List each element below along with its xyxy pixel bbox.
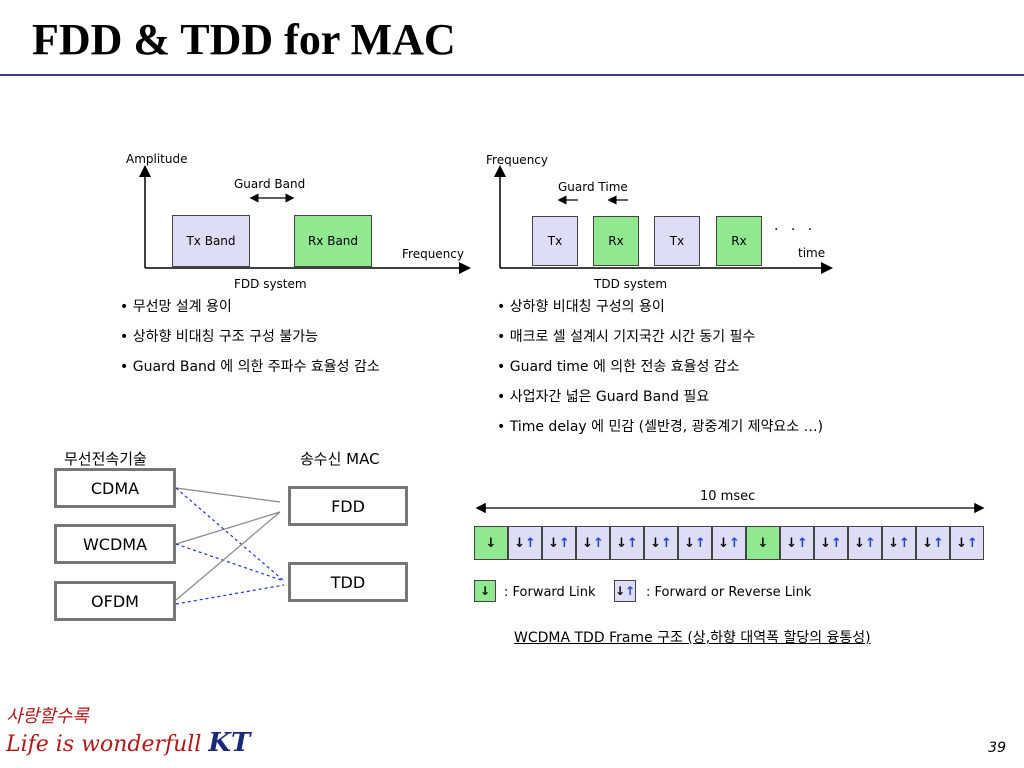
frame-duration-label: 10 msec [700, 489, 756, 504]
tdd-system-label: TDD system [594, 277, 668, 291]
fdd-amplitude-label: Amplitude [126, 152, 188, 166]
up-arrow-icon: ↑ [865, 535, 876, 551]
down-arrow-icon: ↓ [922, 535, 933, 551]
fdd-tx-band: Tx Band [172, 215, 250, 267]
frame-slot-bidirectional: ↓↑ [848, 526, 882, 560]
frame-slot-bidirectional: ↓↑ [576, 526, 610, 560]
up-arrow-icon: ↑ [625, 584, 636, 598]
legend-forward-label: : Forward Link [504, 585, 596, 600]
tdd-bullet: 매크로 셀 설계시 기지국간 시간 동기 필수 [497, 322, 823, 352]
tdd-slot-tx: Tx [654, 216, 700, 266]
down-arrow-icon: ↓ [786, 535, 797, 551]
up-arrow-icon: ↑ [627, 535, 638, 551]
frame-slot-forward: ↓ [746, 526, 780, 560]
tdd-bullet: 상하향 비대칭 구성의 용이 [497, 292, 823, 322]
frame-slot-bidirectional: ↓↑ [644, 526, 678, 560]
tdd-continuation-dots: · · · [774, 222, 817, 238]
tech-box-wcdma: WCDMA [54, 524, 176, 564]
tdd-bullet: Time delay 에 민감 (셀반경, 광중계기 제약요소 …) [497, 412, 823, 442]
mac-header: 송수신 MAC [300, 450, 380, 468]
frame-slot-bidirectional: ↓↑ [678, 526, 712, 560]
up-arrow-icon: ↑ [967, 535, 978, 551]
legend-forward-swatch: ↓ [474, 580, 496, 602]
down-arrow-icon: ↓ [614, 584, 625, 598]
tech-box-cdma: CDMA [54, 468, 176, 508]
title-divider [0, 74, 1024, 76]
down-arrow-icon: ↓ [684, 535, 695, 551]
up-arrow-icon: ↑ [661, 535, 672, 551]
frame-slot-bidirectional: ↓↑ [712, 526, 746, 560]
down-arrow-icon: ↓ [548, 535, 559, 551]
frame-slot-bidirectional: ↓↑ [916, 526, 950, 560]
down-arrow-icon: ↓ [485, 535, 497, 551]
up-arrow-icon: ↑ [695, 535, 706, 551]
tdd-guard-time-label: Guard Time [558, 180, 628, 194]
frame-slot-bidirectional: ↓↑ [508, 526, 542, 560]
kt-brand: KT [208, 728, 251, 758]
mac-box-fdd: FDD [288, 486, 408, 526]
tdd-slot-rx: Rx [716, 216, 762, 266]
fdd-bullet: 상하향 비대칭 구조 구성 불가능 [120, 322, 380, 352]
kt-slogan-english: Life is wonderfull [6, 732, 202, 757]
up-arrow-icon: ↑ [797, 535, 808, 551]
legend-both-swatch: ↓↑ [614, 580, 636, 602]
up-arrow-icon: ↑ [559, 535, 570, 551]
fdd-frequency-label: Frequency [402, 247, 464, 261]
fdd-system-label: FDD system [234, 277, 307, 291]
frame-slot-bidirectional: ↓↑ [950, 526, 984, 560]
frame-slot-row: ↓↓↑↓↑↓↑↓↑↓↑↓↑↓↑↓↓↑↓↑↓↑↓↑↓↑↓↑ [474, 526, 986, 560]
fdd-bullet: 무선망 설계 용이 [120, 292, 380, 322]
down-arrow-icon: ↓ [718, 535, 729, 551]
down-arrow-icon: ↓ [479, 584, 491, 598]
down-arrow-icon: ↓ [514, 535, 525, 551]
mac-box-tdd: TDD [288, 562, 408, 602]
frame-caption: WCDMA TDD Frame 구조 (상,하향 대역폭 할당의 융통성) [514, 630, 871, 646]
down-arrow-icon: ↓ [820, 535, 831, 551]
up-arrow-icon: ↑ [525, 535, 536, 551]
down-arrow-icon: ↓ [757, 535, 769, 551]
up-arrow-icon: ↑ [899, 535, 910, 551]
down-arrow-icon: ↓ [888, 535, 899, 551]
frame-slot-bidirectional: ↓↑ [780, 526, 814, 560]
up-arrow-icon: ↑ [729, 535, 740, 551]
frame-slot-forward: ↓ [474, 526, 508, 560]
radio-tech-header: 무선전속기술 [64, 450, 147, 468]
down-arrow-icon: ↓ [854, 535, 865, 551]
tdd-bullets: 상하향 비대칭 구성의 용이 매크로 셀 설계시 기지국간 시간 동기 필수 G… [497, 292, 823, 442]
frame-slot-bidirectional: ↓↑ [814, 526, 848, 560]
page-number: 39 [988, 740, 1006, 756]
fdd-bullet: Guard Band 에 의한 주파수 효율성 감소 [120, 352, 380, 382]
tdd-time-label: time [798, 246, 826, 260]
frame-slot-bidirectional: ↓↑ [610, 526, 644, 560]
up-arrow-icon: ↑ [593, 535, 604, 551]
kt-logo: 사랑할수록 Life is wonderfull KT [6, 706, 250, 760]
up-arrow-icon: ↑ [933, 535, 944, 551]
down-arrow-icon: ↓ [650, 535, 661, 551]
tdd-frequency-label: Frequency [486, 153, 548, 167]
down-arrow-icon: ↓ [582, 535, 593, 551]
down-arrow-icon: ↓ [956, 535, 967, 551]
fdd-bullets: 무선망 설계 용이 상하향 비대칭 구조 구성 불가능 Guard Band 에… [120, 292, 380, 382]
tdd-bullet: 사업자간 넓은 Guard Band 필요 [497, 382, 823, 412]
tdd-bullet: Guard time 에 의한 전송 효율성 감소 [497, 352, 823, 382]
down-arrow-icon: ↓ [616, 535, 627, 551]
tech-box-ofdm: OFDM [54, 581, 176, 621]
tdd-slot-rx: Rx [593, 216, 639, 266]
up-arrow-icon: ↑ [831, 535, 842, 551]
fdd-rx-band: Rx Band [294, 215, 372, 267]
frame-slot-bidirectional: ↓↑ [882, 526, 916, 560]
kt-slogan-korean: 사랑할수록 [6, 706, 89, 727]
frame-slot-bidirectional: ↓↑ [542, 526, 576, 560]
tdd-slot-tx: Tx [532, 216, 578, 266]
legend-both-label: : Forward or Reverse Link [646, 585, 812, 600]
fdd-guard-band-label: Guard Band [234, 177, 306, 191]
page-title: FDD & TDD for MAC [32, 15, 456, 64]
